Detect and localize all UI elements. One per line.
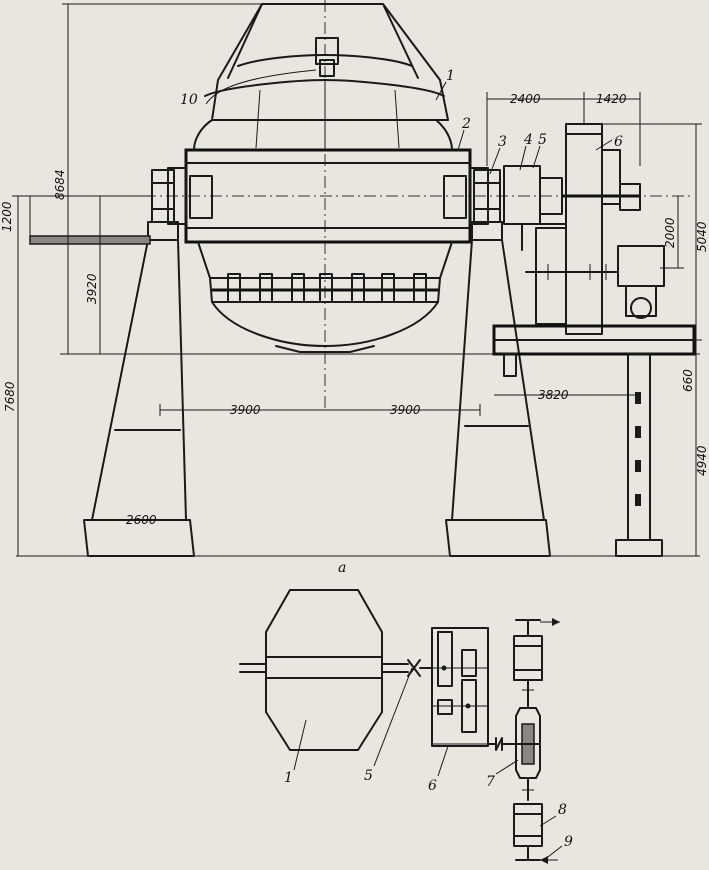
main-callout-leaders: [205, 69, 613, 175]
view-caption: a: [338, 560, 346, 576]
callout-1: 1: [446, 68, 455, 84]
callout-5: 5: [538, 132, 547, 148]
scheme-callout-9: 9: [564, 834, 573, 850]
dim-5040: 5040: [695, 221, 709, 252]
dim-3900-right: 3900: [390, 403, 421, 417]
dim-3900-left: 3900: [230, 403, 261, 417]
converter-hood: [211, 3, 449, 121]
dim-660: 660: [681, 369, 695, 392]
scheme-callout-6: 6: [428, 778, 437, 794]
scheme-callout-5: 5: [364, 768, 373, 784]
callout-3: 3: [498, 134, 507, 150]
motor-lower: [513, 803, 558, 864]
dim-3820: 3820: [538, 388, 569, 402]
dim-7680: 7680: [3, 381, 17, 412]
callout-6: 6: [614, 134, 623, 150]
dim-1420: 1420: [596, 92, 627, 106]
dim-8684: 8684: [53, 169, 67, 200]
scheme-callout-8: 8: [558, 802, 567, 818]
dim-1200: 1200: [0, 201, 14, 232]
worm-gear-scheme: [513, 679, 541, 801]
callout-4: 4: [523, 132, 533, 148]
callout-2: 2: [461, 116, 471, 132]
motor-upper: [513, 618, 560, 681]
trunnion-drive: [492, 123, 696, 557]
kinematic-scheme: 1 5 6 7 8 9: [239, 589, 573, 864]
dimension-lines: [12, 3, 702, 556]
elevation-view: 8684 7680 1200 3920 3900 3900 2600 2400 …: [0, 0, 709, 576]
callout-10: 10: [180, 92, 198, 108]
bottom-brackets: [227, 273, 427, 303]
dim-2600: 2600: [126, 513, 157, 527]
dim-2000: 2000: [663, 217, 677, 248]
dim-3920: 3920: [85, 273, 99, 304]
scheme-callout-1: 1: [284, 770, 293, 786]
converter-vessel: [167, 79, 489, 353]
gearbox-scheme: [431, 627, 497, 747]
dim-2400: 2400: [510, 92, 541, 106]
dim-4940: 4940: [695, 445, 709, 476]
scheme-callout-7: 7: [486, 774, 495, 790]
left-support-stand: [29, 169, 195, 557]
